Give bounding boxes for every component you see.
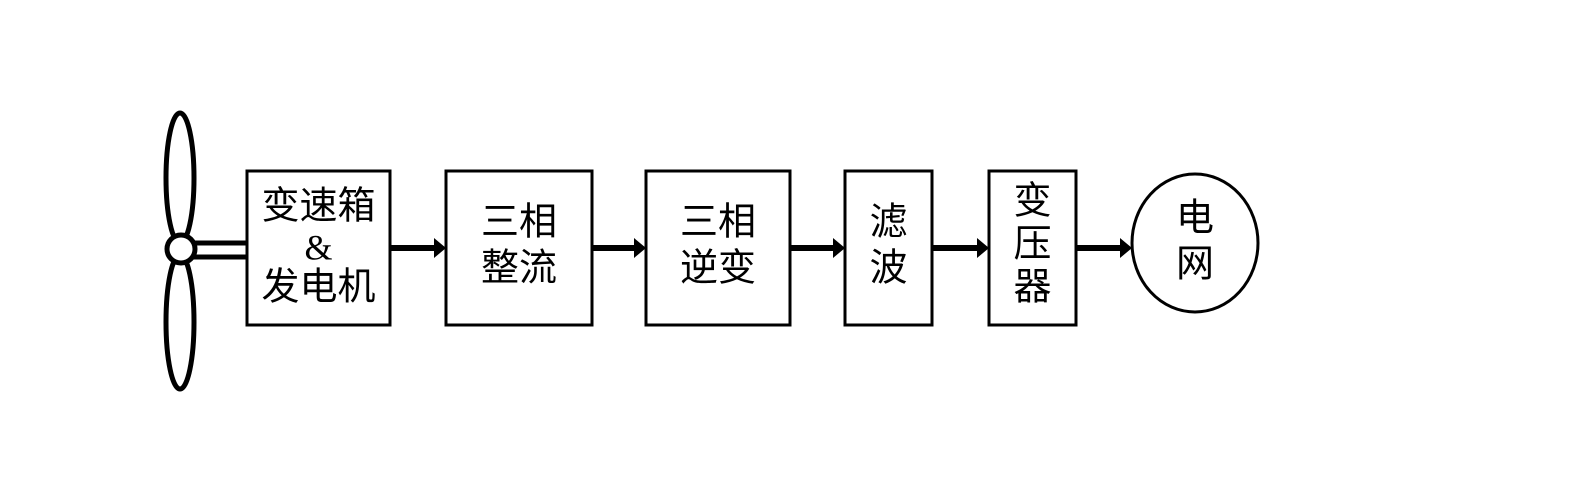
node-transformer-label-line-1: 变 xyxy=(1013,181,1051,223)
node-filter-label-line-1: 滤 xyxy=(869,202,907,244)
node-gearbox-generator-box[interactable] xyxy=(245,169,392,327)
arrow-head-icon xyxy=(1120,238,1132,258)
node-three-phase-rectifier[interactable]: 三相 整流 xyxy=(444,169,594,327)
connector-arrow-3 xyxy=(790,238,845,258)
node-transformer-label-line-3: 器 xyxy=(1013,267,1051,309)
node-three-phase-inverter-label-line-2: 逆变 xyxy=(680,248,756,290)
turbine-blade-lower-icon xyxy=(163,252,197,392)
turbine-shaft xyxy=(190,240,251,260)
node-power-grid[interactable]: 电 网 xyxy=(1130,172,1260,314)
arrow-head-icon xyxy=(977,238,989,258)
node-gearbox-generator-label-line-1: 变速箱 xyxy=(261,186,375,228)
node-transformer[interactable]: 变 压 器 xyxy=(987,169,1078,327)
node-three-phase-inverter[interactable]: 三相 逆变 xyxy=(644,169,792,327)
node-filter-label-line-2: 波 xyxy=(869,248,907,290)
node-power-grid-label-line-2: 网 xyxy=(1176,244,1214,286)
turbine-blade-upper-icon xyxy=(163,110,197,246)
node-three-phase-rectifier-box[interactable] xyxy=(444,169,594,327)
node-filter[interactable]: 滤 波 xyxy=(843,169,934,327)
node-transformer-label-line-2: 压 xyxy=(1013,224,1051,266)
arrow-head-icon xyxy=(634,238,646,258)
node-three-phase-rectifier-label-line-2: 整流 xyxy=(481,248,557,290)
node-filter-box[interactable] xyxy=(843,169,934,327)
connector-arrow-5 xyxy=(1076,238,1132,258)
arrow-head-icon xyxy=(833,238,845,258)
connector-arrow-1 xyxy=(390,238,446,258)
node-gearbox-generator-label-line-3: 发电机 xyxy=(261,267,375,309)
node-three-phase-inverter-label-line-1: 三相 xyxy=(680,202,756,244)
connector-arrow-2 xyxy=(592,238,646,258)
wind-turbine[interactable] xyxy=(163,110,251,392)
arrow-head-icon xyxy=(434,238,446,258)
turbine-hub-icon xyxy=(164,232,198,266)
node-gearbox-generator[interactable]: 变速箱 & 发电机 xyxy=(245,169,392,327)
node-transformer-box[interactable] xyxy=(987,169,1078,327)
node-three-phase-inverter-box[interactable] xyxy=(644,169,792,327)
node-gearbox-generator-label-line-2: & xyxy=(304,227,332,267)
connector-arrow-4 xyxy=(932,238,989,258)
node-three-phase-rectifier-label-line-1: 三相 xyxy=(481,202,557,244)
node-power-grid-label-line-1: 电 xyxy=(1176,198,1214,240)
node-power-grid-circle[interactable] xyxy=(1130,172,1260,314)
